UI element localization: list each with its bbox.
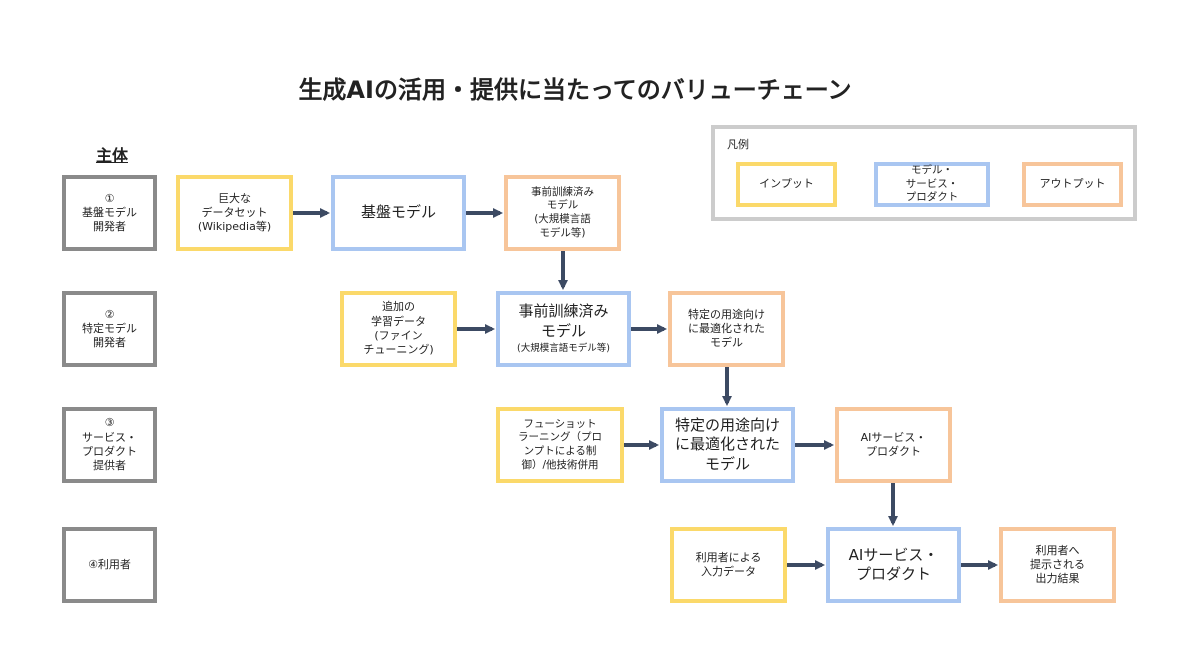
row3-output-ai-service: AIサービス・ プロダクト (835, 407, 952, 483)
row3-model-optimized: 特定の用途向け に最適化された モデル (660, 407, 795, 483)
row1-model-foundation: 基盤モデル (331, 175, 466, 251)
legend-model: モデル・ サービス・ プロダクト (874, 162, 990, 207)
actor-specific-model-developer: ② 特定モデル 開発者 (62, 291, 157, 367)
row2-model-sublabel: (大規模言語モデル等) (517, 343, 610, 355)
row2-model-label: 事前訓練済み モデル (518, 302, 609, 340)
actor-service-product-provider: ③ サービス・ プロダクト 提供者 (62, 407, 157, 483)
row1-input-large-dataset: 巨大な データセット (Wikipedia等) (176, 175, 293, 251)
row2-input-additional-training-data: 追加の 学習データ (ファイン チューニング) (340, 291, 457, 367)
row4-model-ai-service: AIサービス・ プロダクト (826, 527, 961, 603)
row1-output-pretrained-model: 事前訓練済み モデル (大規模言語 モデル等) (504, 175, 621, 251)
actor-user: ④利用者 (62, 527, 157, 603)
legend-input: インプット (736, 162, 837, 207)
actor-foundation-model-developer: ① 基盤モデル 開発者 (62, 175, 157, 251)
actor-column-header: 主体 (95, 146, 128, 165)
page-title: 生成AIの活用・提供に当たってのバリューチェーン (298, 76, 852, 104)
row2-output-optimized-model: 特定の用途向け に最適化された モデル (668, 291, 785, 367)
row4-input-user-data: 利用者による 入力データ (670, 527, 787, 603)
legend-title: 凡例 (727, 138, 749, 151)
legend-output: アウトプット (1022, 162, 1123, 207)
row4-output-results: 利用者へ 提示される 出力結果 (999, 527, 1116, 603)
row3-input-few-shot-learning: フューショット ラーニング（プロ ンプトによる制 御）/他技術併用 (496, 407, 624, 483)
row2-model-pretrained: 事前訓練済み モデル (大規模言語モデル等) (496, 291, 631, 367)
